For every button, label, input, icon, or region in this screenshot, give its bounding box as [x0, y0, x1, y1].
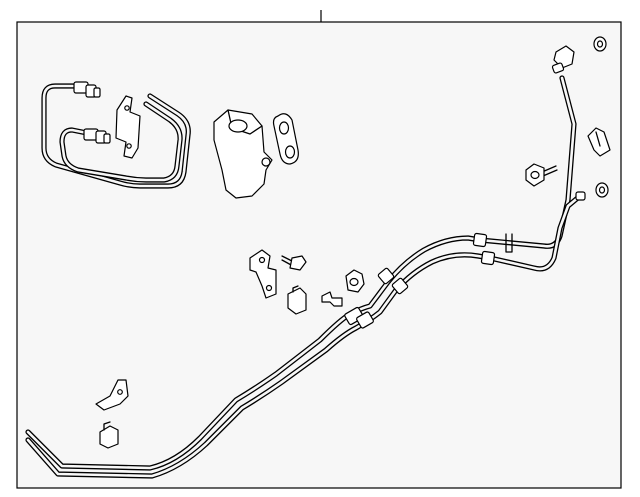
- washer-top: [593, 36, 607, 52]
- diagram-frame: [16, 21, 622, 489]
- inline-fitting: [73, 81, 111, 144]
- mounting-bracket: [249, 249, 277, 299]
- front-bracket: [95, 379, 129, 411]
- nut: [345, 269, 365, 293]
- right-bolt: [525, 163, 558, 187]
- retaining-clip: [287, 285, 307, 315]
- bent-tube-assembly: [41, 83, 191, 189]
- small-clip: [321, 291, 343, 307]
- push-clip: [99, 421, 119, 449]
- right-clip: [587, 127, 611, 157]
- cooler-valve-block: [213, 109, 273, 199]
- washer-right: [595, 182, 609, 198]
- bolt: [281, 255, 307, 271]
- main-cooler-line-assembly: [25, 45, 586, 479]
- gasket: [272, 113, 299, 165]
- clamp-bracket: [115, 95, 141, 159]
